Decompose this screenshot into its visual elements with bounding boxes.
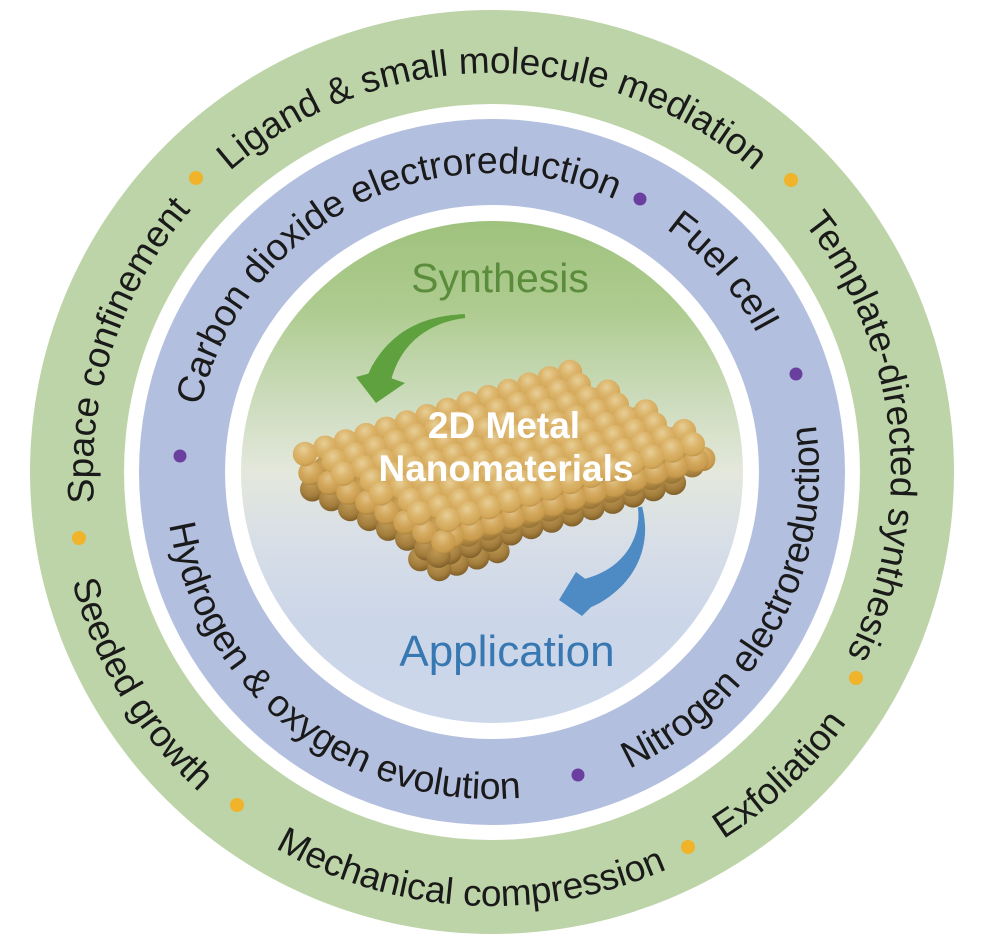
svg-text:Nanomaterials: Nanomaterials [379,448,634,489]
svg-text:Synthesis: Synthesis [411,255,589,301]
svg-text:2D Metal: 2D Metal [428,405,580,446]
svg-text:Application: Application [399,627,614,676]
